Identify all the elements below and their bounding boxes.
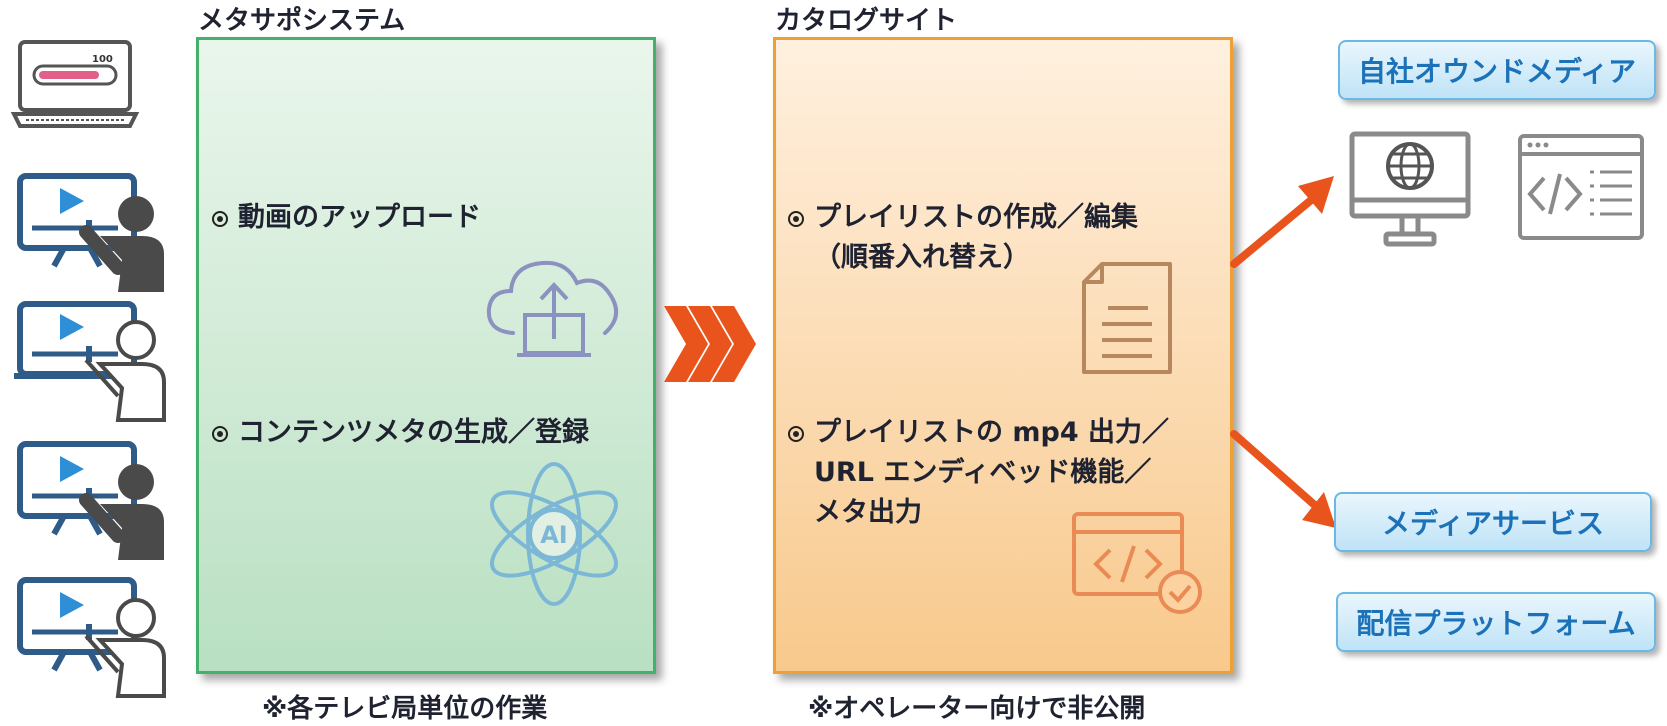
meta-system-note: ※各テレビ局単位の作業	[262, 694, 548, 724]
owned-media-label: 自社オウンドメディア	[1338, 40, 1656, 100]
meta-system-title: メタサポシステム	[198, 6, 406, 36]
catalog-item-output-line2: URL エンディベッド機能／	[814, 457, 1152, 488]
catalog-item-output-line3: メタ出力	[814, 497, 922, 528]
catalog-item-output: プレイリストの mp4 出力／ URL エンディベッド機能／ メタ出力	[788, 413, 1169, 533]
monitor-globe-icon	[1349, 131, 1471, 247]
bullet-icon	[212, 426, 228, 442]
catalog-item-output-line1: プレイリストの mp4 出力／	[814, 417, 1170, 448]
code-window-icon	[1518, 134, 1644, 240]
bullet-icon	[788, 426, 804, 442]
distribution-platform-label: 配信プラットフォーム	[1336, 592, 1656, 652]
document-icon	[1082, 262, 1172, 374]
catalog-item-playlist-edit-line1: プレイリストの作成／編集	[814, 202, 1138, 233]
ai-label: AI	[540, 521, 568, 549]
cloud-upload-icon	[486, 260, 618, 357]
bullet-icon	[212, 211, 228, 227]
meta-item-generate-label: コンテンツメタの生成／登録	[238, 417, 589, 448]
media-service-label: メディアサービス	[1334, 492, 1652, 552]
catalog-item-playlist-edit-line2: （順番入れ替え）	[814, 242, 1030, 273]
meta-item-upload-label: 動画のアップロード	[238, 202, 481, 233]
catalog-site-title: カタログサイト	[775, 6, 958, 36]
video-presenter-icon	[14, 301, 166, 422]
atom-ai-icon: AI	[490, 462, 618, 606]
video-presenter-icon	[17, 577, 166, 698]
arrow-to-media-service-icon	[1230, 430, 1336, 528]
bullet-icon	[788, 211, 804, 227]
progress-label: 100	[92, 54, 113, 65]
laptop-progress-icon: 100	[10, 40, 140, 128]
meta-item-upload: 動画のアップロード	[212, 198, 481, 238]
chevron-arrows-icon	[664, 306, 756, 382]
arrow-to-owned-media-icon	[1230, 176, 1334, 268]
code-window-check-icon	[1072, 512, 1202, 614]
video-presenter-icon	[17, 441, 164, 560]
catalog-site-note: ※オペレーター向けで非公開	[808, 694, 1146, 724]
video-presenter-icon	[17, 173, 164, 292]
meta-item-generate: コンテンツメタの生成／登録	[212, 413, 589, 453]
catalog-item-playlist-edit: プレイリストの作成／編集 （順番入れ替え）	[788, 198, 1138, 278]
